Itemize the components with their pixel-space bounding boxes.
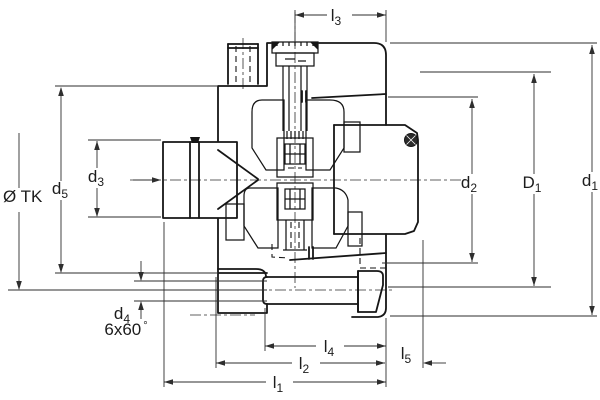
dimension-lines	[8, 10, 597, 387]
dimension-label-d4: d4	[114, 304, 130, 326]
dimension-labels: l3 Ø TK d5 d3 d2 D1 d1 d4 6x60° l4 l5 l2…	[3, 6, 598, 395]
clamping-screw-mechanism	[225, 41, 363, 251]
centerlines	[130, 12, 470, 316]
dimension-label-l2: l2	[299, 354, 310, 376]
spring-washer-left	[272, 42, 280, 50]
hole-pattern-label: 6x60°	[104, 320, 147, 339]
dimension-label-D1: D1	[523, 173, 542, 195]
dimension-arrowheads	[16, 12, 595, 385]
housing-outline	[162, 42, 419, 318]
spring-washer-right	[310, 42, 318, 50]
dimension-label-d5: d5	[52, 179, 68, 201]
dimension-label-l1: l1	[273, 373, 284, 395]
dimension-label-d2: d2	[461, 173, 477, 195]
dimension-label-tk: Ø TK	[3, 187, 43, 206]
dimension-label-l5: l5	[401, 344, 412, 366]
dimension-label-l3: l3	[331, 6, 342, 28]
seal-ring-mark	[190, 137, 200, 143]
dimension-label-d3: d3	[88, 167, 104, 189]
seal-marks	[190, 42, 318, 143]
o-ring-seal	[404, 133, 418, 147]
dimension-label-d1: d1	[582, 171, 598, 193]
dimension-label-l4: l4	[324, 337, 335, 359]
